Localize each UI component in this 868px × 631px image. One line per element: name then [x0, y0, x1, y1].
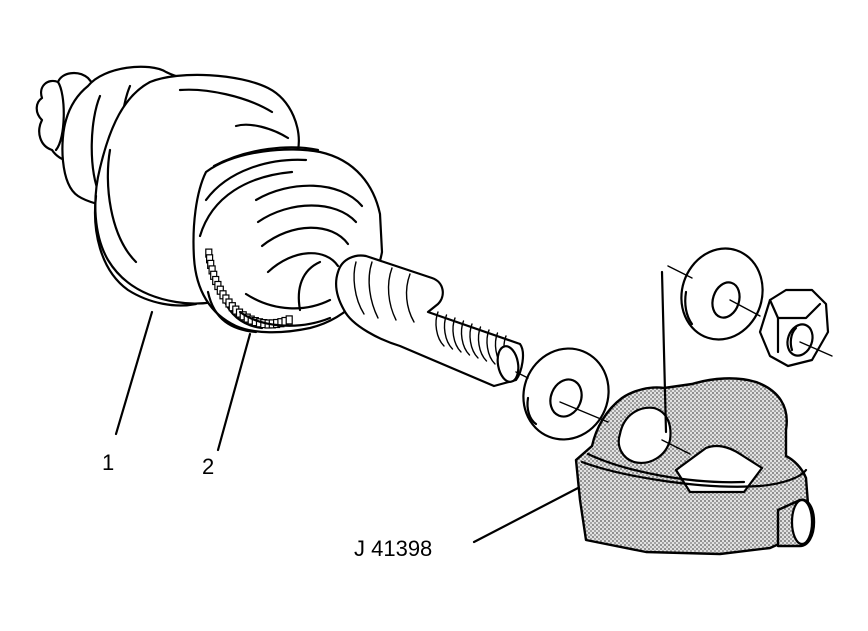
thread-line — [435, 311, 445, 347]
leader-lines — [114, 310, 580, 544]
stub-shaft — [334, 254, 525, 388]
thread-line — [477, 326, 488, 362]
callout-part-1: 1 — [102, 450, 114, 475]
tool-j41398 — [574, 270, 816, 556]
flat-washer-far — [680, 247, 764, 341]
leader-tool — [472, 486, 580, 544]
flat-washer-near — [522, 347, 610, 441]
thread-line — [486, 329, 496, 365]
thread-line — [469, 323, 479, 359]
callout-tool-j41398: J 41398 — [354, 536, 432, 561]
hex-nut — [758, 288, 830, 368]
tone-ring-tooth — [285, 315, 293, 325]
center-lines — [515, 265, 833, 455]
leader-part-1 — [114, 310, 154, 436]
leader-part-2 — [216, 332, 252, 452]
thread-line — [460, 320, 471, 356]
thread-line — [443, 314, 454, 350]
thread-line — [452, 317, 462, 353]
callout-part-2: 2 — [202, 454, 214, 479]
cv-outer-race-tone-ring — [192, 146, 384, 334]
